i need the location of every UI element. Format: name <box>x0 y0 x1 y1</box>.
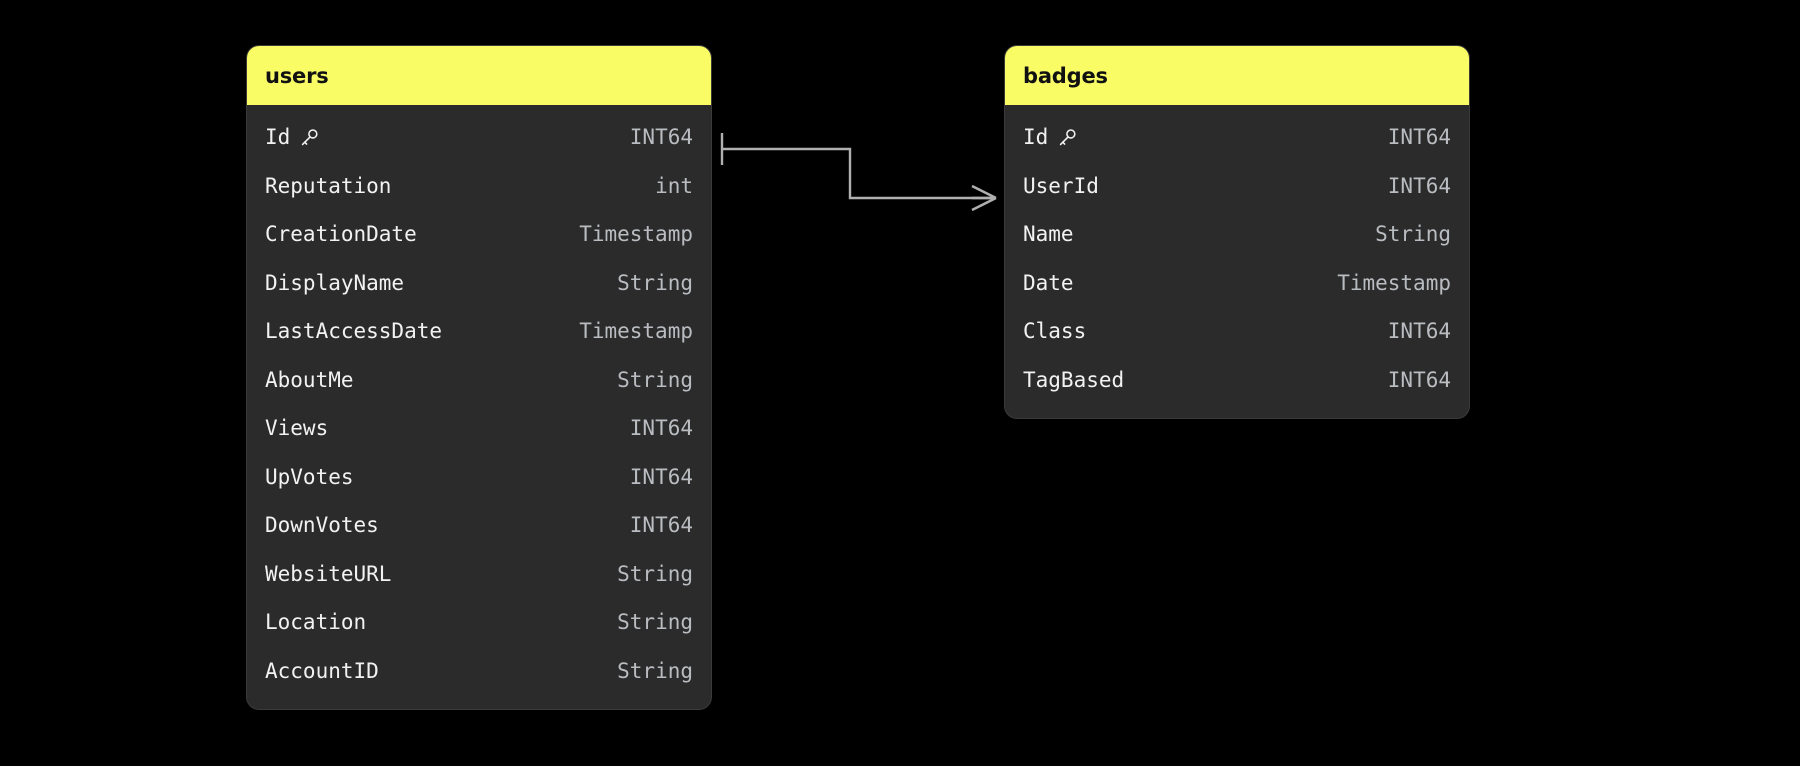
column-name: Reputation <box>265 174 391 198</box>
column-name: DisplayName <box>265 271 404 295</box>
column-name-text: UpVotes <box>265 464 354 489</box>
column-name-text: Class <box>1023 319 1087 344</box>
column-type: INT64 <box>629 125 693 150</box>
column-name-text: Views <box>265 416 329 441</box>
relationship-users-id-to-badges-userid[interactable] <box>720 133 997 212</box>
table-row[interactable]: AboutMe String <box>247 356 711 405</box>
column-name: UserId <box>1023 174 1099 198</box>
column-type: String <box>1375 222 1451 247</box>
column-name: WebsiteURL <box>265 562 391 586</box>
table-row[interactable]: Class INT64 <box>1005 307 1469 356</box>
column-name: Name <box>1023 222 1074 246</box>
column-name-text: Id <box>1023 125 1049 150</box>
column-name-text: DisplayName <box>265 270 405 295</box>
column-type: INT64 <box>629 464 693 489</box>
table-row[interactable]: Id INT64 <box>1005 113 1469 162</box>
column-name-text: AboutMe <box>265 367 354 392</box>
column-type: INT64 <box>629 416 693 441</box>
column-type: String <box>617 561 693 586</box>
column-name: AccountID <box>265 659 379 683</box>
column-type: String <box>617 270 693 295</box>
column-name-text: AccountID <box>265 658 379 683</box>
column-name-text: Location <box>265 610 367 635</box>
table-row[interactable]: CreationDate Timestamp <box>247 210 711 259</box>
column-name: TagBased <box>1023 368 1124 392</box>
key-icon <box>1056 127 1078 149</box>
column-name: LastAccessDate <box>265 319 442 343</box>
column-name-text: LastAccessDate <box>265 319 443 344</box>
table-row[interactable]: Location String <box>247 598 711 647</box>
column-type: Timestamp <box>1337 270 1451 295</box>
column-type: String <box>617 610 693 635</box>
column-type: INT64 <box>1387 173 1451 198</box>
column-name: Location <box>265 610 366 634</box>
table-row[interactable]: WebsiteURL String <box>247 550 711 599</box>
table-row[interactable]: Reputation int <box>247 162 711 211</box>
table-row[interactable]: Name String <box>1005 210 1469 259</box>
erd-table-columns-users: Id INT64 Reputation int <box>247 105 711 709</box>
table-row[interactable]: Id INT64 <box>247 113 711 162</box>
column-name-text: DownVotes <box>265 513 379 538</box>
column-name: AboutMe <box>265 368 354 392</box>
column-type: INT64 <box>1387 125 1451 150</box>
column-name-text: Name <box>1023 222 1074 247</box>
column-name-text: CreationDate <box>265 222 417 247</box>
erd-table-columns-badges: Id INT64 UserId INT64 <box>1005 105 1469 418</box>
column-name: Id <box>265 125 320 149</box>
table-row[interactable]: LastAccessDate Timestamp <box>247 307 711 356</box>
table-row[interactable]: TagBased INT64 <box>1005 356 1469 405</box>
table-row[interactable]: DownVotes INT64 <box>247 501 711 550</box>
table-row[interactable]: UpVotes INT64 <box>247 453 711 502</box>
column-name-text: Date <box>1023 270 1074 295</box>
table-row[interactable]: Views INT64 <box>247 404 711 453</box>
column-type: INT64 <box>629 513 693 538</box>
column-name: UpVotes <box>265 465 354 489</box>
column-type: INT64 <box>1387 367 1451 392</box>
column-name: Id <box>1023 125 1078 149</box>
cardinality-many-marker <box>971 184 997 212</box>
column-type: String <box>617 367 693 392</box>
erd-table-title-users: users <box>247 46 711 105</box>
column-type: Timestamp <box>579 222 693 247</box>
table-row[interactable]: UserId INT64 <box>1005 162 1469 211</box>
column-name-text: Reputation <box>265 173 392 198</box>
column-type: String <box>617 658 693 683</box>
column-name-text: WebsiteURL <box>265 561 392 586</box>
erd-table-users[interactable]: users Id INT64 Reputatio <box>247 46 711 709</box>
column-name-text: TagBased <box>1023 367 1125 392</box>
column-type: INT64 <box>1387 319 1451 344</box>
table-row[interactable]: AccountID String <box>247 647 711 696</box>
erd-table-badges[interactable]: badges Id INT64 UserId <box>1005 46 1469 418</box>
column-type: int <box>655 173 693 198</box>
column-name-text: UserId <box>1023 173 1099 198</box>
column-name: Class <box>1023 319 1086 343</box>
connector-path <box>722 147 996 200</box>
column-name: DownVotes <box>265 513 379 537</box>
key-icon <box>298 127 320 149</box>
column-name: Date <box>1023 271 1074 295</box>
column-name-text: Id <box>265 125 291 150</box>
column-type: Timestamp <box>579 319 693 344</box>
erd-table-title-badges: badges <box>1005 46 1469 105</box>
table-row[interactable]: Date Timestamp <box>1005 259 1469 308</box>
column-name: Views <box>265 416 328 440</box>
table-row[interactable]: DisplayName String <box>247 259 711 308</box>
column-name: CreationDate <box>265 222 417 246</box>
